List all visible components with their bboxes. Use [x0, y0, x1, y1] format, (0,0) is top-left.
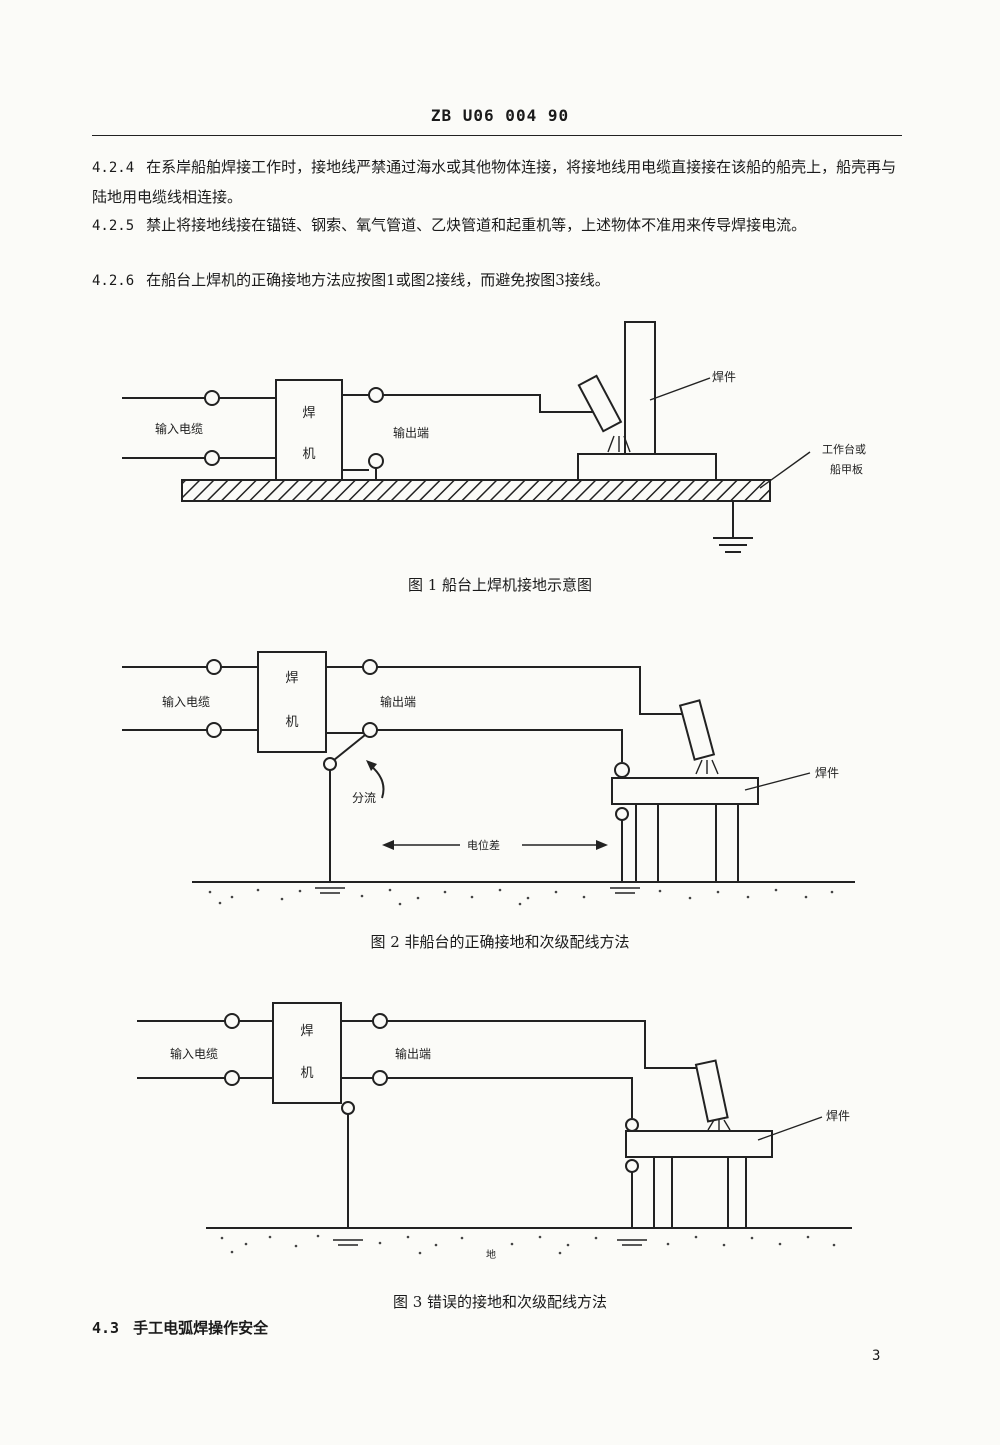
- input-terminal: [206, 659, 222, 675]
- table-terminal: [625, 1159, 639, 1173]
- shunt-link: [333, 734, 366, 761]
- output-label: 输出端: [380, 694, 416, 709]
- welding-machine-box: [257, 651, 327, 753]
- deck-plate: [181, 479, 771, 502]
- output-label: 输出端: [395, 1046, 431, 1061]
- welding-machine-box: [272, 1002, 342, 1104]
- input-cable-label: 输入电缆: [155, 421, 203, 436]
- shunt-label: 分流: [352, 791, 376, 805]
- input-terminal: [206, 722, 222, 738]
- figure-3-caption: 图 3 错误的接地和次级配线方法: [392, 1293, 608, 1311]
- workpiece-label: 焊件: [826, 1108, 850, 1123]
- workpiece-label: 焊件: [815, 765, 839, 780]
- machine-label-bottom: 机: [300, 1066, 313, 1081]
- soil-texture: [220, 1234, 836, 1255]
- header-rule: [92, 135, 902, 136]
- workpiece-terminal: [625, 1118, 639, 1132]
- machine-label-top: 焊: [300, 1023, 313, 1039]
- electrode-holder: [694, 1059, 729, 1123]
- paragraph-text: 禁止将接地线接在锚链、钢索、氧气管道、乙炔管道和起重机等，上述物体不准用来传导焊…: [146, 216, 807, 234]
- machine-label-top: 焊: [285, 670, 298, 686]
- paragraph-4-2-5: 4.2.5 禁止将接地线接在锚链、钢索、氧气管道、乙炔管道和起重机等，上述物体不准…: [92, 211, 902, 241]
- paragraph-number: 4.2.6: [92, 273, 135, 289]
- input-terminal: [224, 1013, 240, 1029]
- bench-label-line-2: 船甲板: [830, 462, 863, 476]
- workpiece-table: [611, 777, 759, 805]
- output-terminal-work: [372, 1070, 388, 1086]
- input-terminal: [204, 450, 220, 466]
- soil-texture: [208, 888, 834, 906]
- potential-arrow-right: [596, 840, 608, 850]
- welding-machine-box: [275, 379, 343, 481]
- electrode-holder: [577, 374, 623, 433]
- potential-arrow-left: [382, 840, 394, 850]
- machine-label-bottom: 机: [302, 447, 315, 462]
- input-cable-label: 输入电缆: [162, 694, 210, 709]
- workpiece-label: 焊件: [712, 369, 736, 384]
- paragraph-text: 在船台上焊机的正确接地方法应按图1或图2接线，而避免按图3接线。: [146, 271, 610, 289]
- machine-label-top: 焊: [302, 405, 315, 421]
- electrode-holder: [678, 699, 716, 761]
- figure-1-caption: 图 1 船台上焊机接地示意图: [407, 576, 593, 594]
- paragraph-4-2-6: 4.2.6 在船台上焊机的正确接地方法应按图1或图2接线，而避免按图3接线。: [92, 266, 902, 296]
- paragraph-text: 在系岸船舶焊接工作时，接地线严禁通过海水或其他物体连接，将接地线用电缆直接接在该…: [92, 158, 897, 206]
- section-number: 4.3: [92, 1319, 120, 1337]
- input-terminal: [204, 390, 220, 406]
- document-code-header: ZB U06 004 90: [430, 106, 570, 125]
- machine-ground-terminal: [341, 1101, 355, 1115]
- workpiece-column: [624, 321, 656, 455]
- input-cable-label: 输入电缆: [170, 1046, 218, 1061]
- output-label: 输出端: [393, 425, 429, 440]
- section-4-3-heading: 4.3 手工电弧焊操作安全: [92, 1317, 268, 1338]
- paragraph-number: 4.2.4: [92, 160, 135, 176]
- potential-difference-label: 电位差: [467, 838, 500, 852]
- ground-label: 地: [486, 1248, 496, 1261]
- output-terminal: [372, 1013, 388, 1029]
- figure-2-caption: 图 2 非船台的正确接地和次级配线方法: [370, 933, 630, 951]
- workpiece-table: [625, 1130, 773, 1158]
- machine-label-bottom: 机: [285, 715, 298, 730]
- paragraph-number: 4.2.5: [92, 218, 135, 234]
- input-terminal: [224, 1070, 240, 1086]
- bench-label-line-1: 工作台或: [822, 442, 866, 456]
- page-number: 3: [872, 1348, 881, 1364]
- section-title: 手工电弧焊操作安全: [133, 1319, 269, 1337]
